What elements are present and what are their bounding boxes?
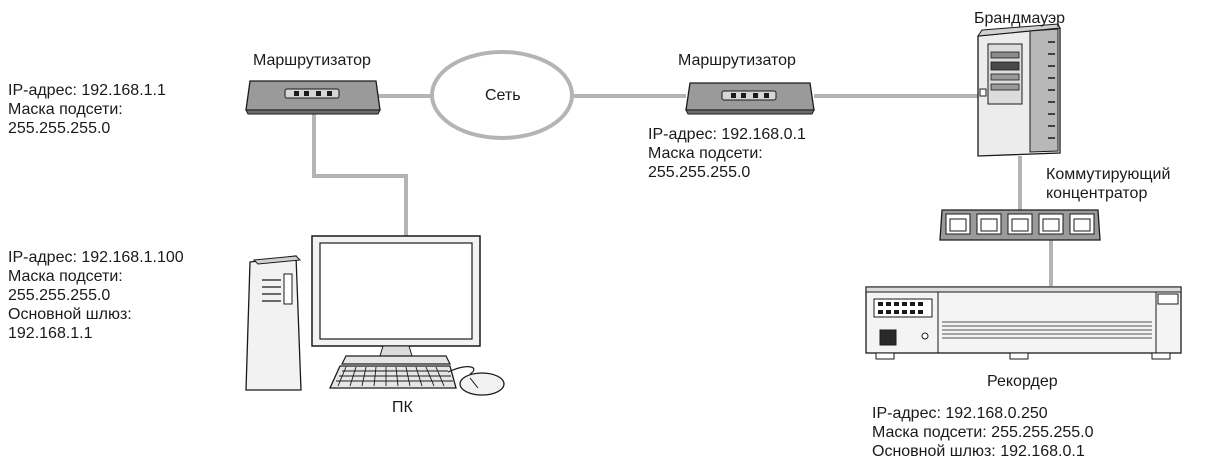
pc-tower: [245, 255, 302, 391]
router-left-info: IP-адрес: 192.168.1.1 Маска подсети: 255…: [8, 81, 166, 138]
pc-gateway-label: Основной шлюз:: [8, 306, 132, 323]
switch-label-line1: Коммутирующий: [1046, 166, 1171, 183]
switching-hub: [939, 209, 1101, 241]
recorder-device: [865, 286, 1182, 360]
pc-mask-label: Маска подсети:: [8, 268, 123, 285]
pc-info: IP-адрес: 192.168.1.100 Маска подсети: 2…: [8, 248, 184, 343]
switch-label: Коммутирующий концентратор: [1046, 165, 1170, 203]
router-right-mask: 255.255.255.0: [648, 164, 751, 181]
router-left-mask: 255.255.255.0: [8, 120, 111, 137]
pc-keyboard: [328, 365, 457, 389]
recorder-label: Рекордер: [987, 373, 1058, 390]
pc-mouse: [447, 366, 505, 396]
router-right-title: Маршрутизатор: [678, 52, 796, 69]
pc-ip: IP-адрес: 192.168.1.100: [8, 249, 184, 266]
recorder-info: IP-адрес: 192.168.0.250 Маска подсети: 2…: [872, 404, 1094, 461]
network-cloud: [430, 50, 574, 140]
switch-label-line2: концентратор: [1046, 185, 1148, 202]
router-left: [245, 80, 381, 115]
firewall-server: [976, 23, 1061, 157]
router-right-info: IP-адрес: 192.168.0.1 Маска подсети: 255…: [648, 125, 806, 182]
router-right-mask-label: Маска подсети:: [648, 145, 763, 162]
router-left-ip: IP-адрес: 192.168.1.1: [8, 82, 166, 99]
network-label: Сеть: [485, 87, 521, 104]
recorder-mask: Маска подсети: 255.255.255.0: [872, 424, 1094, 441]
cable-router-left-pc: [312, 114, 408, 236]
pc-mask: 255.255.255.0: [8, 287, 111, 304]
firewall-label: Брандмауэр: [974, 10, 1066, 27]
recorder-gateway: Основной шлюз: 192.168.0.1: [872, 443, 1085, 460]
router-left-title: Маршрутизатор: [253, 52, 371, 69]
router-right: [685, 82, 815, 115]
router-right-ip: IP-адрес: 192.168.0.1: [648, 126, 806, 143]
pc-label: ПК: [392, 399, 413, 416]
pc-gateway: 192.168.1.1: [8, 325, 93, 342]
recorder-ip: IP-адрес: 192.168.0.250: [872, 405, 1048, 422]
router-left-mask-label: Маска подсети:: [8, 101, 123, 118]
pc-monitor: [311, 235, 481, 365]
